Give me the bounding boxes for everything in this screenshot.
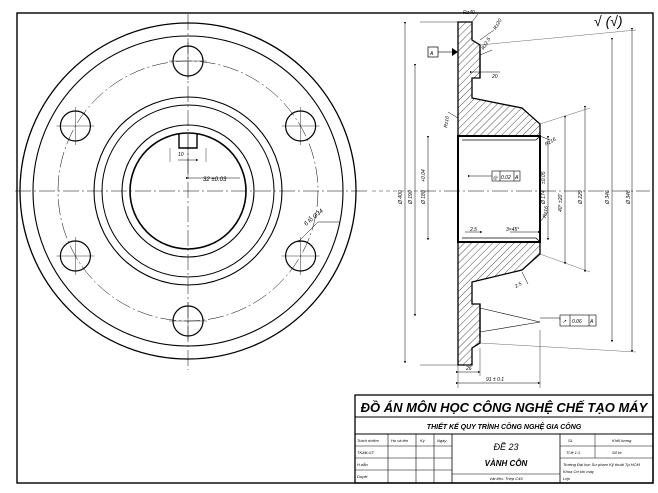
cone-angle: 40° ±20' <box>558 193 564 212</box>
dim-2-5: 2.5 <box>469 227 477 233</box>
row-designer: TK&B.GT <box>357 450 375 455</box>
dia-400: Ø 400 <box>398 190 404 205</box>
tol2-symbol: ↗ <box>562 319 567 325</box>
dia-190: Ø 190 <box>408 190 414 205</box>
dia-174: Ø 174 <box>541 190 547 205</box>
hub-circle <box>93 96 283 286</box>
title-subtitle: THIẾT KẾ QUY TRÌNH CÔNG NGHỆ GIA CÔNG <box>427 422 582 431</box>
drawing-code: ĐỀ 23 <box>493 442 518 452</box>
bolt-holes <box>56 42 320 340</box>
dia-180-tol: +0.04 <box>421 169 427 182</box>
dia-180: Ø 180 <box>421 190 427 205</box>
tol2-datum: A <box>589 319 594 325</box>
roughness-3: Rz2.5 <box>481 36 493 51</box>
hub-inner-circle <box>101 104 275 278</box>
outer-rim <box>19 22 357 360</box>
roughness-2: Rz20 <box>493 18 504 31</box>
dia-346: Ø 346 <box>605 190 611 205</box>
datum-label: A <box>429 51 434 57</box>
dim-20: 20 <box>491 74 498 80</box>
chamfer-dim: 3×45° <box>506 227 519 233</box>
school-class: Lớp <box>563 476 571 481</box>
section-view <box>372 13 650 388</box>
tolerance-frame-concentricity: ◎ 0.02 A <box>491 170 521 182</box>
tol2-value: 0.06 <box>572 319 582 325</box>
outer-chamfer-circle <box>32 35 344 347</box>
header-sign: Ký <box>420 438 426 443</box>
tol1-datum: A <box>514 175 519 181</box>
dia-229: Ø 229 <box>578 190 584 205</box>
header-date: Ngày <box>437 438 447 443</box>
title-block <box>354 394 654 484</box>
section-upper <box>457 21 541 137</box>
tol1-symbol: ◎ <box>493 175 498 181</box>
bore-circle <box>129 132 247 250</box>
dim-26: 26 <box>465 366 472 372</box>
label-mass: Khối lượng <box>612 438 632 443</box>
bore-section <box>457 135 541 243</box>
hole-note: 6 lỗ Ø34 <box>303 207 325 227</box>
header-name: Họ và tên <box>391 438 409 443</box>
roughness-5: Rz16 <box>544 137 557 148</box>
tolerance-frame-runout: ↗ 0.06 A <box>559 314 597 327</box>
drawing-border <box>16 12 654 484</box>
general-roughness-note: √ (√) <box>594 13 623 29</box>
roughness-4: Rz16 <box>443 116 451 129</box>
tol1-value: 0.02 <box>501 175 511 181</box>
keyway-width-label: 10 <box>178 152 184 158</box>
dia-174-tol: ±0.05 <box>541 171 547 184</box>
section-lower <box>457 241 541 366</box>
header-responsibility: Trách nhiệm <box>357 438 380 443</box>
part-name: VÀNH CÔN <box>485 459 528 468</box>
roughness-6: Rz16 <box>542 206 550 219</box>
front-view <box>15 14 370 370</box>
keyway-dimension: 32 ±0.03 <box>203 177 227 183</box>
school-faculty: Khoa Cơ khí máy <box>563 469 595 474</box>
label-qty: SL <box>568 438 573 443</box>
row-advisor: H.dẫn <box>357 462 368 467</box>
dim-91: 91 ± 0.1 <box>486 377 504 383</box>
row-approved: Duyệt <box>357 474 368 479</box>
school-name: Trường Đại học Sư phạm Kỹ thuật Tp.HCM <box>563 462 640 467</box>
label-sheets: Số tờ <box>612 450 622 455</box>
material: Vật liệu: Thép C45 <box>489 476 523 481</box>
bore-chamfer-circle <box>121 124 255 258</box>
label-scale: Tỉ lệ 1:1 <box>566 450 580 455</box>
dim-2-5b: 2.5 <box>513 281 523 290</box>
dia-346-b: Ø 346 <box>626 190 632 205</box>
roughness-1: Rz40 <box>463 10 475 16</box>
title-main: ĐỒ ÁN MÔN HỌC CÔNG NGHỆ CHẾ TẠO MÁY <box>361 400 649 415</box>
